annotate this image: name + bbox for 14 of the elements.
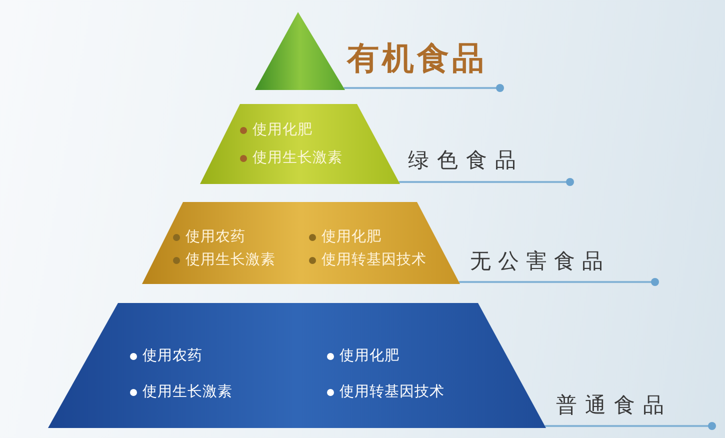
list-item: 使用生长激素	[186, 251, 276, 269]
tier-heading: 有机食品	[347, 40, 487, 76]
tier-heading: 普通食品	[556, 393, 672, 418]
list-item: 使用化肥	[340, 347, 400, 365]
tier-heading: 无公害食品	[470, 249, 610, 274]
list-item: 使用转基因技术	[340, 383, 444, 401]
list-item: 使用转基因技术	[322, 251, 426, 269]
list-item: 使用生长激素	[142, 383, 232, 401]
list-item: 使用农药	[142, 347, 202, 365]
tier-heading: 绿色食品	[408, 148, 524, 173]
list-item: 使用化肥	[252, 121, 312, 139]
list-item: 使用农药	[186, 228, 246, 246]
list-item: 使用生长激素	[252, 149, 342, 167]
list-item: 使用化肥	[322, 228, 382, 246]
